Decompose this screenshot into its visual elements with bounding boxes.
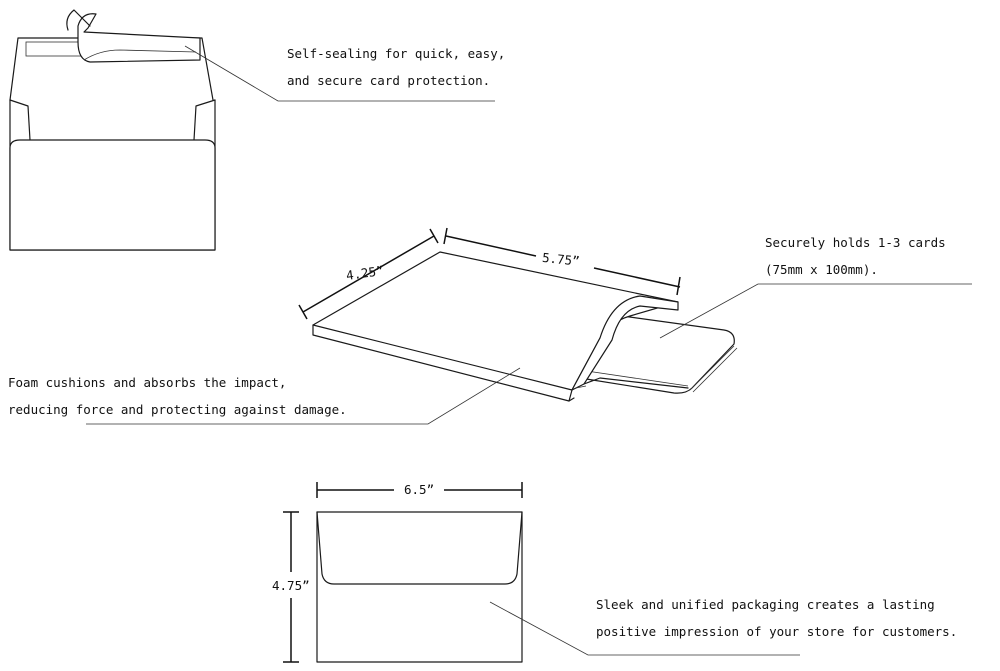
envelope-height-label: 4.75” bbox=[272, 578, 310, 593]
sleeve-depth-label: 4.25” bbox=[345, 263, 384, 283]
sleeve-length-dimension bbox=[443, 227, 681, 296]
packaging-text-line2: positive impression of your store for cu… bbox=[596, 624, 957, 639]
envelope-height-dimension bbox=[283, 511, 299, 663]
sleeve-length-label: 5.75” bbox=[541, 250, 580, 269]
sleeve-depth-dimension bbox=[298, 228, 439, 320]
foam-text-line2: reducing force and protecting against da… bbox=[8, 402, 347, 417]
open-envelope-illustration bbox=[9, 9, 495, 251]
foam-sleeve-illustration bbox=[86, 251, 972, 425]
holds-cards-text-line2: (75mm x 100mm). bbox=[765, 262, 878, 277]
packaging-text-line1: Sleek and unified packaging creates a la… bbox=[596, 597, 935, 612]
envelope-width-label: 6.5” bbox=[404, 482, 434, 497]
self-sealing-text-line1: Self-sealing for quick, easy, bbox=[287, 46, 505, 61]
envelope-width-dimension bbox=[316, 482, 523, 498]
closed-envelope-illustration bbox=[316, 511, 800, 663]
holds-cards-text-line1: Securely holds 1-3 cards bbox=[765, 235, 946, 250]
self-sealing-text-line2: and secure card protection. bbox=[287, 73, 490, 88]
foam-text-line1: Foam cushions and absorbs the impact, bbox=[8, 375, 286, 390]
